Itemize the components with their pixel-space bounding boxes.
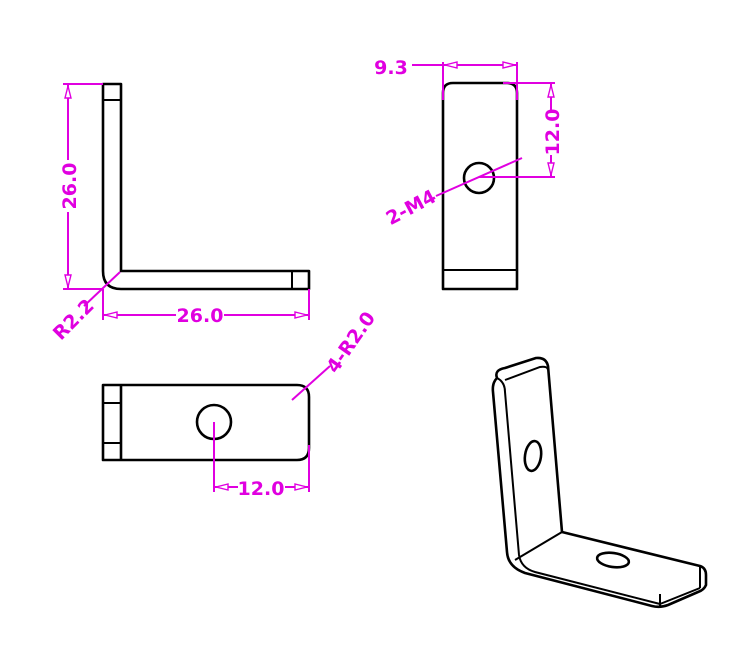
hole-callout-label: 2-M4	[383, 185, 440, 229]
iso-outline	[491, 356, 708, 609]
arrowhead	[444, 61, 458, 69]
radius-leader	[83, 271, 121, 307]
l-profile-outline	[101, 82, 311, 291]
top-outline	[101, 383, 311, 462]
hole-offset-label: 12.0	[542, 109, 564, 156]
iso-bend-line	[514, 531, 563, 561]
isometric-view	[491, 356, 708, 609]
arrowhead	[502, 61, 516, 69]
front-view: 26.0 26.0 R2.2	[49, 82, 311, 345]
iso-edge	[659, 587, 701, 605]
radius-leader	[291, 365, 331, 401]
iso-edge	[504, 365, 549, 381]
arrowhead	[547, 84, 555, 98]
arrowhead	[215, 483, 229, 491]
iso-hole-vertical	[523, 439, 543, 473]
arrowhead	[64, 274, 72, 288]
bend-radius-label: R2.2	[49, 295, 99, 345]
arrowhead	[294, 311, 308, 319]
corner-radius-label: 4-R2.0	[322, 308, 380, 377]
height-dimension-label: 26.0	[59, 163, 81, 210]
hole-leader	[435, 157, 523, 197]
width-dimension-label: 26.0	[177, 305, 224, 327]
arrowhead	[104, 311, 118, 319]
hole-offset-label: 12.0	[238, 478, 285, 500]
arrowhead	[294, 483, 308, 491]
side-view: 9.3 12.0 2-M4	[374, 57, 564, 291]
top-view: 12.0 4-R2.0	[101, 308, 380, 500]
width-dimension-label: 9.3	[374, 57, 408, 79]
iso-hole-horizontal	[595, 551, 631, 569]
arrowhead	[64, 85, 72, 99]
side-outline	[441, 81, 519, 291]
iso-edge	[496, 377, 661, 605]
arrowhead	[547, 162, 555, 176]
